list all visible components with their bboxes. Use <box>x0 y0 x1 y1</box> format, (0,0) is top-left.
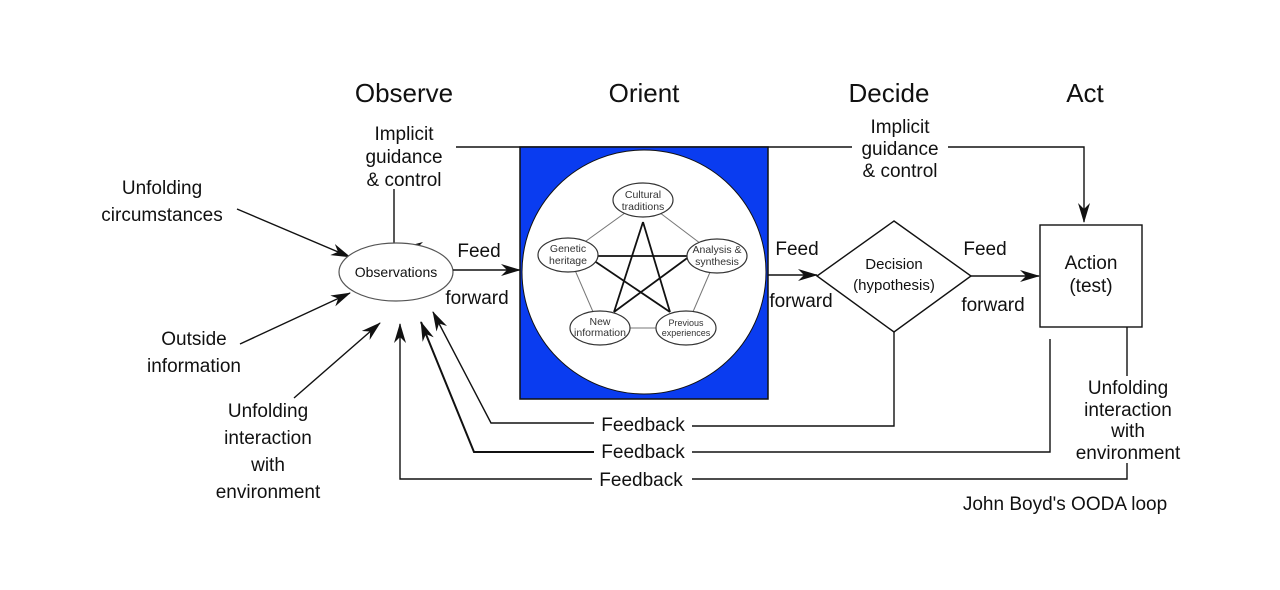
observations-node <box>338 242 454 302</box>
node-label: synthesis <box>695 256 739 268</box>
act-unfolding-4: environment <box>1076 443 1181 464</box>
phase-decide: Decide <box>849 78 930 108</box>
orient-node-previous-experiences: Previous experiences <box>655 310 717 346</box>
input-unfolding-circumstances-2: circumstances <box>101 205 222 226</box>
node-label: New <box>589 316 610 328</box>
phase-act: Act <box>1066 78 1104 108</box>
node-label: information <box>574 327 626 339</box>
observations-label: Observations <box>355 264 437 280</box>
action-label-1: Action <box>1065 253 1118 274</box>
decision-label-1: Decision <box>865 256 923 273</box>
feedback-label-3: Feedback <box>599 470 683 491</box>
implicit-guidance-line2: guidance <box>365 147 442 168</box>
implicit-guidance-line3: & control <box>367 170 442 191</box>
node-label: experiences <box>662 328 711 338</box>
feedback-line-1-right <box>692 332 895 427</box>
input-unfolding-interaction-2: interaction <box>224 428 312 449</box>
phase-observe: Observe <box>355 78 453 108</box>
input-unfolding-circumstances-1: Unfolding <box>122 178 202 199</box>
input-outside-information-1: Outside <box>161 329 226 350</box>
act-unfolding-2: interaction <box>1084 400 1172 421</box>
implicit-guidance-observe: Implicit guidance & control <box>365 124 442 191</box>
input-unfolding-interaction-1: Unfolding <box>228 401 308 422</box>
outside-info-arrow <box>239 292 351 345</box>
orient-node-new-information: New information <box>569 310 631 346</box>
input-outside-information-2: information <box>147 356 241 377</box>
circumstances-arrow <box>236 208 351 258</box>
phase-orient: Orient <box>609 78 681 108</box>
implicit-guidance-r-line1: Implicit <box>870 117 930 138</box>
implicit-guidance-decide: Implicit guidance & control <box>861 117 938 182</box>
orient-node-analysis-synthesis: Analysis & synthesis <box>686 238 748 274</box>
forward-label-1: forward <box>445 288 508 309</box>
implicit-guidance-line1: Implicit <box>374 124 434 145</box>
node-label: Genetic <box>550 243 586 255</box>
feedback-label-1: Feedback <box>601 415 685 436</box>
forward-label-3: forward <box>961 295 1024 316</box>
node-label: heritage <box>549 255 587 267</box>
implicit-guidance-r-line3: & control <box>863 161 938 182</box>
orient-star <box>586 221 691 313</box>
node-label: traditions <box>622 201 665 213</box>
interaction-arrow <box>293 322 381 399</box>
node-label: Analysis & <box>692 244 741 256</box>
forward-label-2: forward <box>769 291 832 312</box>
decision-label-2: (hypothesis) <box>853 277 935 294</box>
feedback-line-3-left <box>394 323 592 480</box>
feedback-line-2-left <box>420 321 594 453</box>
input-unfolding-interaction-3: with <box>250 455 285 476</box>
feed-label-2: Feed <box>775 239 818 260</box>
orient-node-genetic-heritage: Genetic heritage <box>537 237 599 273</box>
input-unfolding-interaction-4: environment <box>216 482 321 503</box>
implicit-guidance-r-line2: guidance <box>861 139 938 160</box>
feedback-label-2: Feedback <box>601 442 685 463</box>
orient-node-cultural-traditions: Cultural traditions <box>612 182 674 218</box>
act-unfolding-3: with <box>1110 421 1145 442</box>
node-label: Cultural <box>625 189 661 201</box>
feedback-line-3-right <box>692 463 1128 480</box>
feedback-line-1-left <box>432 311 594 424</box>
diagram-title: John Boyd's OODA loop <box>963 494 1167 515</box>
node-label: Previous <box>668 318 704 328</box>
feed-label-3: Feed <box>963 239 1006 260</box>
act-unfolding-1: Unfolding <box>1088 378 1168 399</box>
action-node <box>1039 224 1143 328</box>
guidance-label-bg <box>852 112 948 182</box>
feed-label-1: Feed <box>457 241 500 262</box>
feedback-line-2-right <box>692 339 1051 453</box>
action-label-2: (test) <box>1069 276 1112 297</box>
